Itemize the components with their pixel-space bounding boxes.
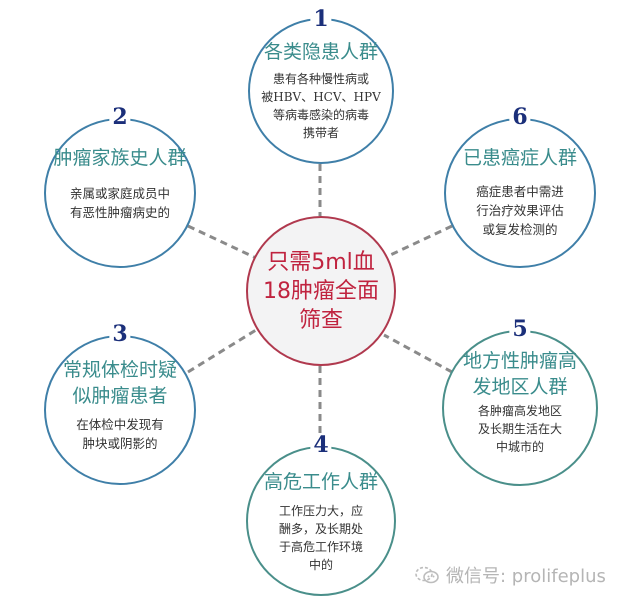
node-title: 高危工作人群 (263, 471, 378, 493)
number-badge-5: 5 (509, 318, 531, 340)
node-4-high-risk-work-group: 4 高危工作人群 工作压力大，应 酬多，及长期处 于高危工作环境 中的 (246, 434, 396, 596)
number-badge-2: 2 (109, 106, 131, 128)
node-1-hidden-risk-group: 1 各类隐患人群 患有各种慢性病或 被HBV、HCV、HPV 等病毒感染的病毒 … (248, 8, 394, 164)
watermark: 微信号: prolifeplus (414, 562, 606, 588)
center-text: 只需5ml血 18肿瘤全面 筛查 (263, 249, 379, 333)
node-5-regional-high-incidence-group: 5 地方性肿瘤高 发地区人群 各肿瘤高发地区 及长期生活在大 中城市的 (442, 318, 598, 486)
connector-2 (187, 224, 257, 260)
connector-6 (383, 224, 453, 260)
node-3-suspected-tumor-group: 3 常规体检时疑 似肿瘤患者 在体检中发现有 肿块或阴影的 (44, 323, 196, 485)
node-desc: 患有各种慢性病或 被HBV、HCV、HPV 等病毒感染的病毒 携带者 (261, 72, 381, 140)
center-circle-screening: 只需5ml血 18肿瘤全面 筛查 (246, 216, 396, 366)
node-desc: 癌症患者中需进 行治疗效果评估 或复发检测的 (476, 184, 564, 237)
node-desc: 在体检中发现有 肿块或阴影的 (76, 417, 164, 451)
number-badge-6: 6 (509, 106, 531, 128)
node-6-cancer-patients-group: 6 已患癌症人群 癌症患者中需进 行治疗效果评估 或复发检测的 (444, 106, 596, 268)
wechat-icon (415, 566, 439, 584)
node-desc: 工作压力大，应 酬多，及长期处 于高危工作环境 中的 (278, 504, 363, 572)
number-badge-3: 3 (109, 323, 131, 345)
number-badge-1: 1 (310, 8, 332, 30)
node-title: 各类隐患人群 (263, 41, 378, 63)
node-desc: 各肿瘤高发地区 及长期生活在大 中城市的 (477, 404, 562, 454)
node-desc: 亲属或家庭成员中 有恶性肿瘤病史的 (69, 186, 170, 220)
connector-3 (187, 328, 257, 374)
node-title: 肿瘤家族史人群 (53, 147, 187, 169)
node-2-family-history-group: 2 肿瘤家族史人群 亲属或家庭成员中 有恶性肿瘤病史的 (44, 106, 196, 268)
number-badge-4: 4 (310, 434, 332, 456)
node-title: 地方性肿瘤高 发地区人群 (462, 350, 577, 398)
watermark-text: 微信号: prolifeplus (446, 566, 606, 587)
node-title: 已患癌症人群 (462, 147, 577, 169)
node-title: 常规体检时疑 似肿瘤患者 (62, 359, 177, 407)
connector-5 (383, 333, 453, 374)
